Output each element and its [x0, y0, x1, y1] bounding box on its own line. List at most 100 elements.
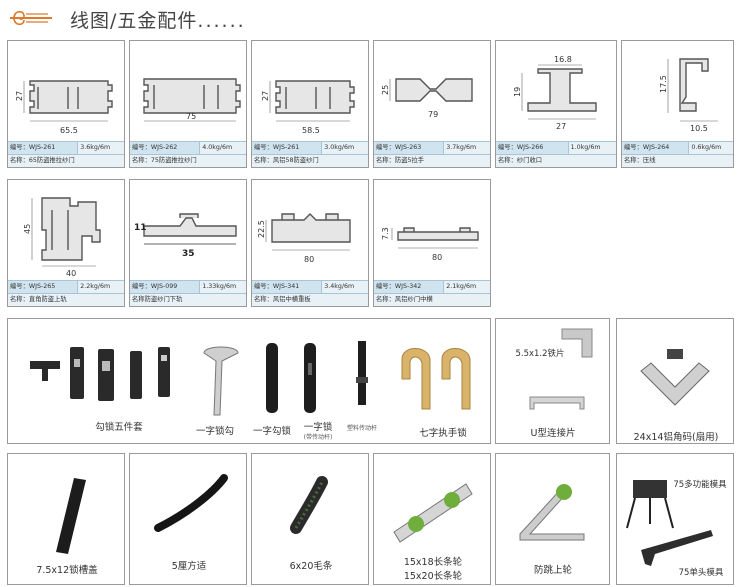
dim-height-p7: 45: [23, 224, 32, 234]
dim-width-p7: 40: [66, 269, 76, 278]
hardware-card-anti-jump: 防跳上轮: [495, 453, 610, 585]
spec-name-p1: 名称：65防盗推拉纱门: [8, 155, 124, 167]
profile-drawing-p10: 7.3 80: [381, 227, 479, 262]
dim-width-p2: 75: [186, 112, 196, 121]
spec-name-p5: 名称：纱门收口: [496, 155, 616, 167]
profile-drawing-p5: 16.8 19 27: [513, 55, 597, 131]
profile-drawing-p6: 17.5 10.5: [659, 58, 718, 133]
dim-top-p5: 16.8: [554, 55, 572, 64]
dim-height-p9: 22.5: [257, 220, 266, 238]
page-header: 线图/五金配件......: [0, 0, 740, 36]
label-seal: 5厘方适: [171, 561, 207, 572]
ornament-logo-icon: [10, 10, 52, 26]
spec-weight-p10: 2.1kg/6m: [443, 281, 490, 293]
dim-height-p3: 27: [261, 91, 270, 101]
anti-jump-illustration: [519, 484, 585, 541]
hardware-card-corner-code: 24x14铝角码(扇用): [616, 318, 734, 444]
hardware-card-wheels: 15x18长条轮 15x20长条轮: [373, 453, 491, 585]
molds-illustration: [626, 480, 713, 566]
spec-code-p2: 编号：WJS-262: [130, 142, 200, 154]
label-slot-cover: 7.5x12锁槽盖: [36, 565, 98, 576]
dim-width-p3: 58.5: [302, 126, 320, 135]
label-lock-with-rod: 一字锁: [303, 422, 333, 433]
dim-width-p1: 65.5: [60, 126, 78, 135]
page-title: 线图/五金配件......: [70, 6, 246, 33]
spec-code-p7: 编号：WJS-265: [8, 281, 78, 293]
spec-code-p10: 编号：WJS-342: [374, 281, 444, 293]
profile-drawing-p7: 45 40: [23, 197, 101, 278]
dim-width-p8: 35: [182, 249, 195, 259]
title-dots: ......: [197, 10, 246, 32]
slot-cover-illustration: [56, 478, 86, 554]
label-corner-code: 24x14铝角码(扇用): [633, 432, 719, 443]
profile-drawing-p1: 27 65.5: [15, 80, 113, 135]
label-single-mold: 75单头模具: [678, 568, 724, 578]
brush-illustration: [290, 476, 328, 534]
spec-code-p6: 编号：WJS-264: [622, 142, 689, 154]
label-handle: 七字执手锁: [419, 428, 467, 439]
dim-width-p5: 27: [556, 122, 566, 131]
label-multi-mold: 75多功能模具: [673, 480, 727, 490]
label-wheel-a: 15x18长条轮: [403, 557, 463, 568]
spec-name-p3: 名称：风铝58防盗纱门: [252, 155, 368, 167]
profile-drawing-p4: 25 79: [381, 78, 473, 119]
spec-name-p8: 名称防盗纱门下轨: [130, 294, 246, 306]
spec-name-p4: 名称：防盗5拉手: [374, 155, 490, 167]
dim-height-p4: 25: [381, 85, 390, 95]
dim-height-p1: 27: [15, 91, 24, 101]
dim-height-p6: 17.5: [659, 75, 668, 93]
spec-code-p3: 编号：WJS-261: [252, 142, 322, 154]
label-hook-single: 一字锁勾: [195, 426, 234, 437]
spec-weight-p1: 3.6kg/6m: [77, 142, 124, 154]
hardware-card-slot-cover: 7.5x12锁槽盖: [7, 453, 125, 585]
spec-weight-p8: 1.33kg/6m: [199, 281, 246, 293]
dim-width-p6: 10.5: [690, 124, 708, 133]
lock-set-illustration: [30, 341, 471, 416]
label-lock-with-rod-note: (带传动杆): [303, 434, 333, 441]
hardware-card-brush: 6x20毛条: [251, 453, 369, 585]
page-title-text: 线图/五金配件: [70, 10, 198, 32]
dim-height-p8: 11: [134, 223, 147, 233]
label-u-connector: U型连接片: [530, 428, 576, 439]
spec-name-p6: 名称：压线: [622, 155, 733, 167]
wheel-illustration: [393, 483, 473, 543]
dim-width-p9: 80: [304, 255, 314, 264]
seal-illustration: [154, 474, 228, 532]
dim-height-p10: 7.3: [381, 227, 390, 240]
label-hooklock: 一字勾锁: [252, 426, 291, 437]
spec-code-p9: 编号：WJS-341: [252, 281, 322, 293]
dim-height-p5: 19: [513, 87, 522, 97]
label-plate-size: 5.5x1.2铁片: [515, 349, 565, 359]
spec-weight-p2: 4.0kg/6m: [199, 142, 246, 154]
hardware-card-u-connector: 5.5x1.2铁片 U型连接片: [495, 318, 610, 444]
spec-name-p10: 名称：风铝纱门中横: [374, 294, 490, 306]
spec-name-p7: 名称：直角防盗上轨: [8, 294, 124, 306]
spec-code-p1: 编号：WJS-261: [8, 142, 78, 154]
dim-width-p4: 79: [428, 110, 438, 119]
corner-code-illustration: [640, 349, 710, 406]
dim-width-p10: 80: [432, 253, 442, 262]
profile-drawing-p8: 11 35: [134, 213, 237, 259]
label-brush: 6x20毛条: [289, 561, 333, 572]
spec-weight-p9: 3.4kg/6m: [321, 281, 368, 293]
profile-drawing-p3: 27 58.5: [261, 80, 355, 135]
profile-drawing-p9: 22.5 80: [257, 213, 351, 264]
label-wheel-b: 15x20长条轮: [403, 571, 463, 582]
label-plastic-rod: 塑料传动杆: [346, 425, 377, 432]
